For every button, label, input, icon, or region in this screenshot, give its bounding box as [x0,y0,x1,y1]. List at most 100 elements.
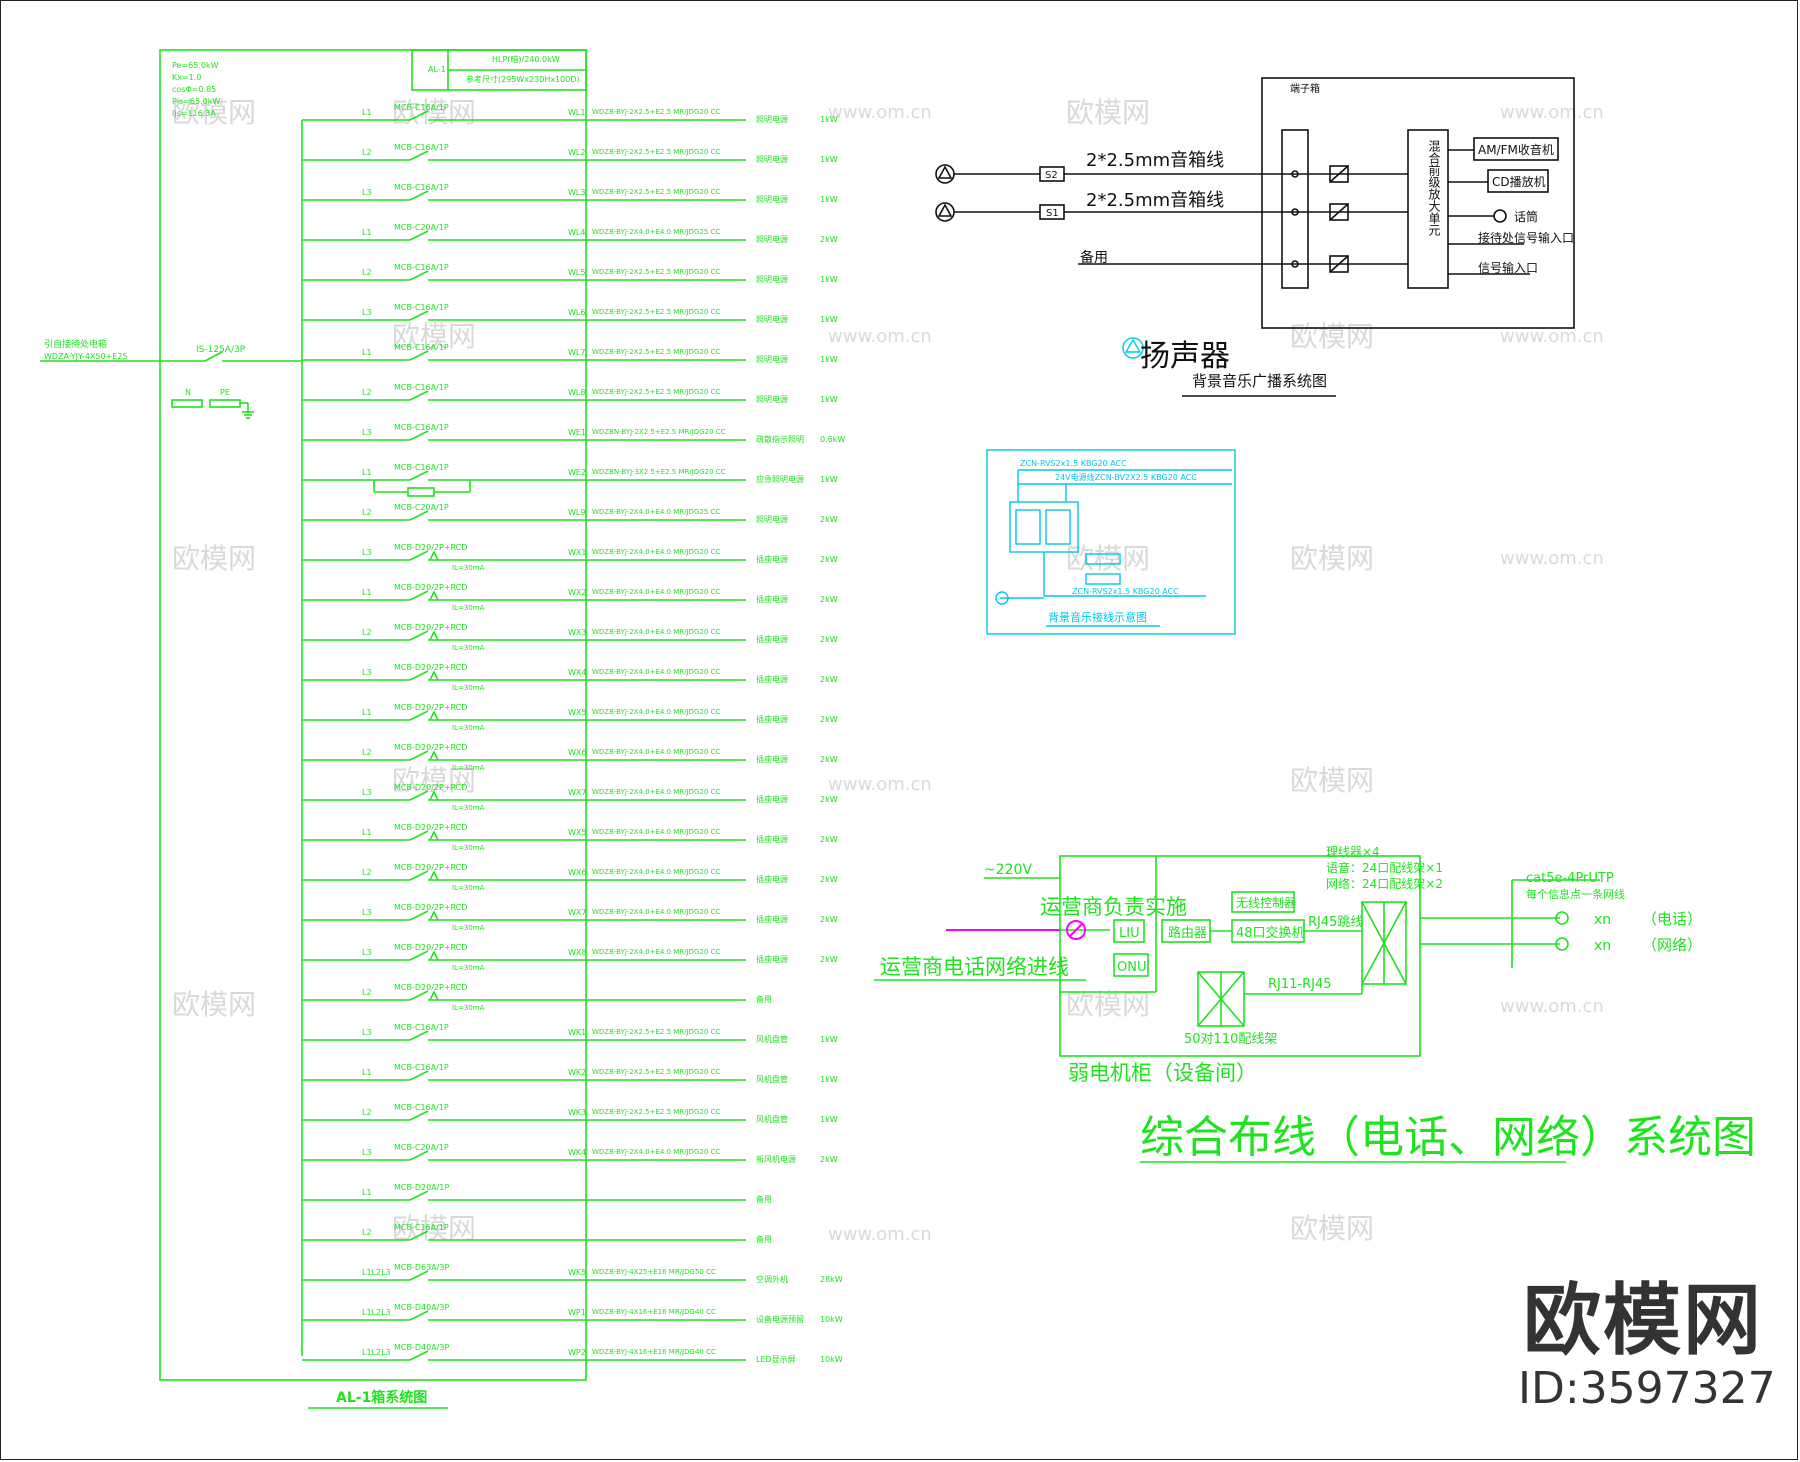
circuit-cable: WDZB-BYJ-2X4.0+E4.0 MR/JDG20 CC [592,708,720,716]
breaker-contact [409,710,429,721]
circuit-cable: WDZB-BYJ-2X2.5+E2.5 MR/JDG20 CC [592,108,720,116]
rcd-note: IL=30mA [452,564,485,572]
auxiliary-device [407,487,435,497]
circuit-breaker: MCB-D63A/3P [394,1263,449,1272]
circuit-breaker: MCB-C16A/1P [394,1223,449,1232]
rcd-note: IL=30mA [452,684,485,692]
param-pjs: Pjs=65.0kW [172,97,220,106]
circuit-use: 备用 [756,994,772,1004]
circuit-use: 照明电源 [756,354,788,364]
circuit-use: 插座电源 [756,754,788,764]
amp-unit [1407,129,1449,289]
breaker-contact [409,990,429,1001]
breaker-contact [409,430,429,441]
circuit-use: 照明电源 [756,194,788,204]
circuit-power: 2kW [820,875,838,884]
circuit-phase: L1L2L3 [362,1308,391,1317]
watermark-text: 欧模网 [172,988,256,1021]
wireless-controller-box [1231,891,1295,913]
circuit-cable: WDZB-BYJ-4X16+E16 MR/JDG40 CC [592,1308,716,1316]
circuit-use: 备用 [756,1194,772,1204]
microphone-icon [1493,209,1507,223]
breaker-contact [409,270,429,281]
circuit-breaker: MCB-C16A/1P [394,103,449,112]
rcd-note: IL=30mA [452,764,485,772]
circuit-phase: L3 [362,948,372,957]
line-spare: 备用 [1080,249,1108,266]
watermark-url: www.om.cn [828,1224,932,1245]
param-kx: Kx=1.0 [172,73,201,82]
circuit-use: 新风机电源 [756,1154,796,1164]
circuit-cable: WDZB-BYJ-2X4.0+E4.0 MR/JDG20 CC [592,628,720,636]
rcd-symbol [429,630,439,641]
circuit-use: 插座电源 [756,714,788,724]
param-pe: Pe=65.0kW [172,61,219,70]
circuit-power: 2kW [820,235,838,244]
circuit-phase: L1L2L3 [362,1268,391,1277]
circuit-breaker: MCB-D40A/3P [394,1343,449,1352]
rcd-note: IL=30mA [452,1004,485,1012]
breaker-contact [409,550,429,561]
watermark-text: 欧模网 [392,320,476,353]
circuit-breaker: MCB-D20/2P+RCD [394,783,467,792]
circuit-cable: WDZB-BYJ-2X4.0+E4.0 MR/JDG20 CC [592,1148,720,1156]
breaker-contact [409,750,429,761]
circuit-power: 10kW [820,1355,843,1364]
circuit-breaker: MCB-C20A/1P [394,503,449,512]
circuit-use: 设备电源预留 [756,1314,804,1324]
circuit-cable: WDZB-BYJ-4X25+E16 MR/JDG50 CC [592,1268,716,1276]
circuit-phase: L2 [362,628,372,637]
circuit-breaker: MCB-D20/2P+RCD [394,983,467,992]
al1-panel-diagram: AL-1 HLP(暗)/240.0kW 参考尺寸(295Wx230Hx100D)… [40,49,845,1409]
circuit-use: 空调外机 [756,1274,788,1284]
rj45-label: RJ45跳线 [1308,915,1363,930]
circuit-phase: L3 [362,1148,372,1157]
circuit-use: 风机盘管 [756,1074,788,1084]
circuit-use: 疏散指示照明 [756,434,804,444]
circuit-cable: WDZB-BYJ-2X2.5+E2.5 MR/JDG20 CC [592,188,720,196]
circuit-power: 2kW [820,675,838,684]
watermark-text: 欧模网 [1290,1212,1374,1245]
circuit-phase: L1 [362,468,372,477]
phone-outlet-icon [1555,911,1569,925]
rcd-note: IL=30mA [452,604,485,612]
circuit-breaker: MCB-C16A/1P [394,1103,449,1112]
circuit-power: 2kW [820,835,838,844]
circuit-power: 2kW [820,715,838,724]
breaker-contact [409,670,429,681]
circuit-cable: WDZBN-BYJ-2X2.5+E2.5 MR/JDG20 CC [592,428,726,436]
watermark-layer: 欧模网欧模网欧模网欧模网欧模网欧模网欧模网欧模网欧模网欧模网欧模网欧模网欧模网欧… [172,96,1604,1245]
circuit-use: 照明电源 [756,274,788,284]
circuit-breaker: MCB-C16A/1P [394,263,449,272]
network-type: （网络） [1642,936,1702,954]
logo-id: ID:3597327 [1518,1363,1776,1414]
circuit-code: WX2 [568,588,586,597]
circuit-code: WX5 [568,708,586,717]
rcd-symbol [429,670,439,681]
patch-110-label: 50对110配线架 [1184,1032,1277,1047]
music-equipment-box [1261,77,1575,329]
breaker-contact [409,510,429,521]
circuit-use: 插座电源 [756,554,788,564]
circuit-cable: WDZB-BYJ-2X2.5+E2.5 MR/JDG20 CC [592,1068,720,1076]
circuit-phase: L2 [362,1108,372,1117]
pe-label: PE [220,388,230,397]
wiring-line3: ZCN-RVS2x1.5 KBG20 ACC [1072,587,1179,596]
operator-line: 运营商电话网络进线 [880,955,1069,979]
main-switch-label: IS-125A/3P [196,345,246,355]
